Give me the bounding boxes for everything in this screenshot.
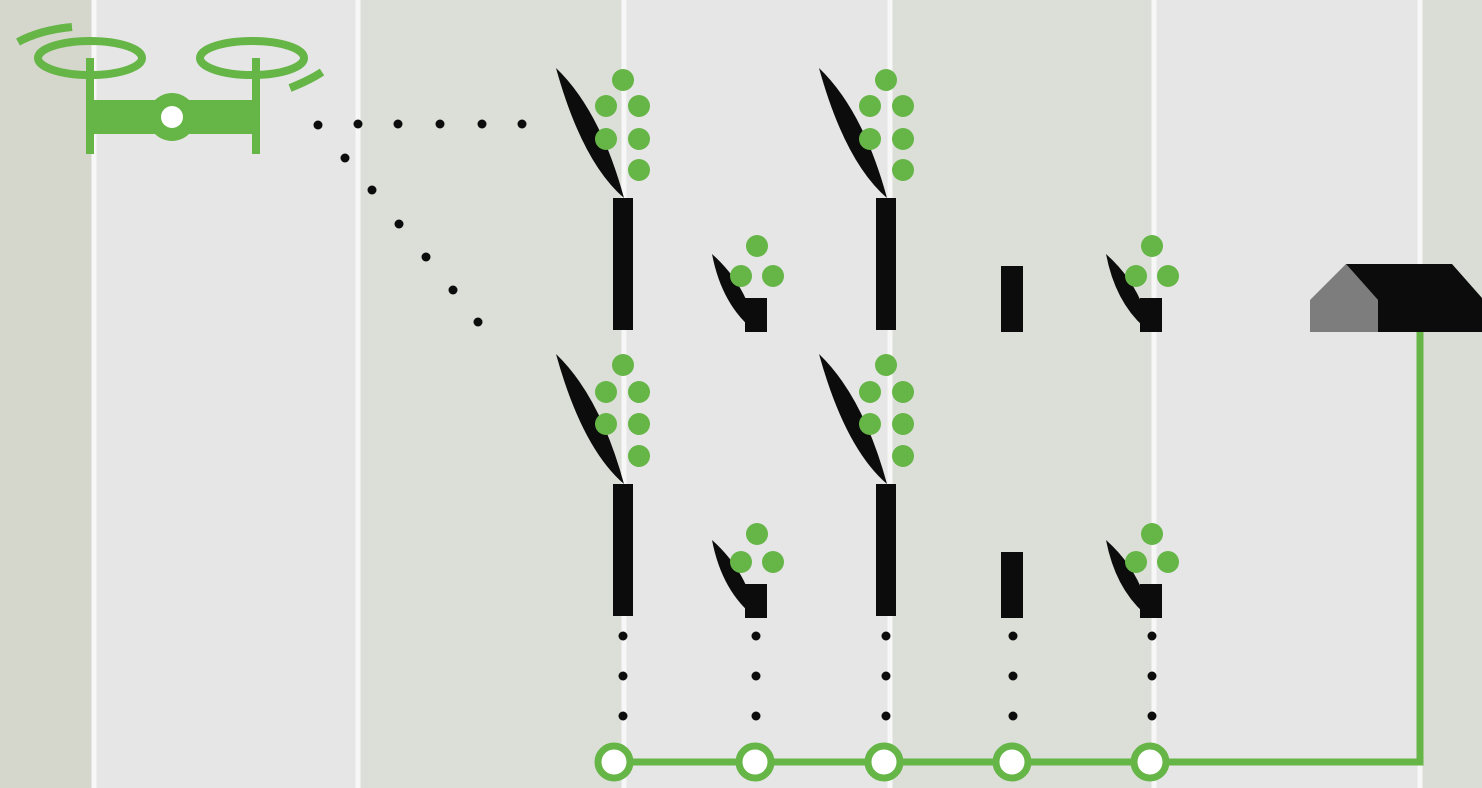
scan-dot [474,318,483,327]
scan-dot [518,120,527,129]
plant-stub-icon [1001,552,1023,618]
scan-dot [368,186,377,195]
plant-stem [876,484,896,616]
field-band-5 [1154,0,1420,788]
scan-dot [478,120,487,129]
scan-dot [354,120,363,129]
sensor-node [868,746,900,778]
sensor-node [996,746,1028,778]
plant-stub-icon [1001,266,1023,332]
barn-icon [1310,264,1482,332]
plant-stem [1140,298,1162,332]
plant-stem [613,198,633,330]
plant-stem [613,484,633,616]
plant-stem [745,298,767,332]
plant-stem [745,584,767,618]
drone-mast-right [252,58,260,154]
field-band-4 [890,0,1154,788]
drone-mast-left [86,58,94,154]
scan-dot [341,154,350,163]
scan-dot [395,220,404,229]
scan-dot [436,120,445,129]
drone-camera [161,106,183,128]
plant-stem [876,198,896,330]
scan-dot [422,253,431,262]
edge-band-right [1420,0,1482,788]
sensor-node [1134,746,1166,778]
scan-dot [314,121,323,130]
plant-stem [1140,584,1162,618]
scan-dot [449,286,458,295]
sensor-node [739,746,771,778]
edge-band-left [0,0,92,788]
sensor-node [598,746,630,778]
scan-dot [394,120,403,129]
